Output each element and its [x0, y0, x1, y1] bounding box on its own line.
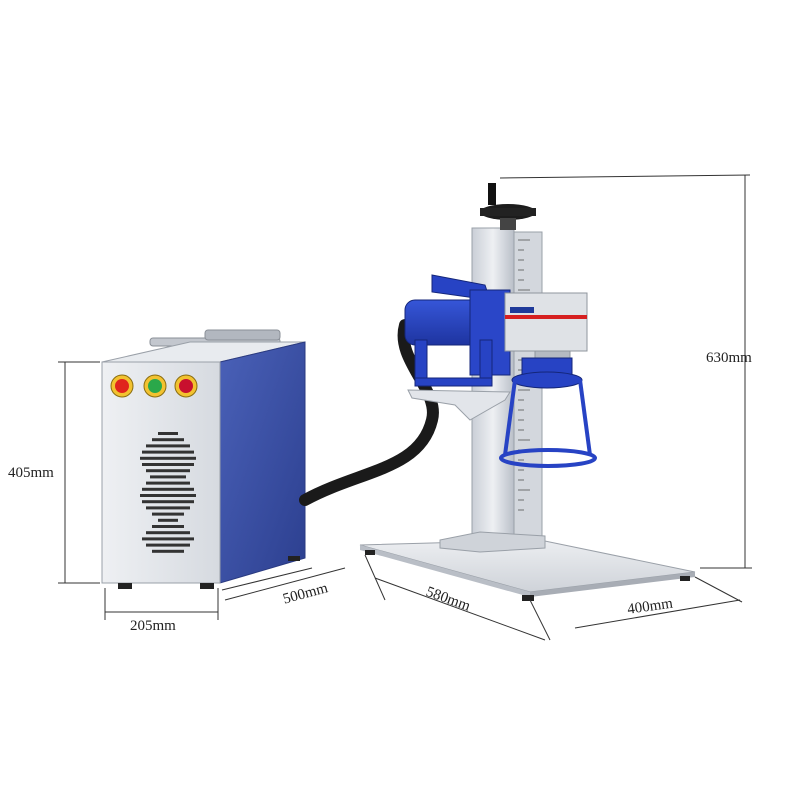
stop-button [174, 374, 198, 398]
laser-source-cabinet [101, 329, 306, 589]
vent-slot [152, 512, 184, 516]
marking-station [359, 183, 696, 601]
cabinet-foot [288, 556, 300, 561]
vent-slot [150, 475, 186, 479]
f-theta-lens [499, 357, 597, 468]
z-axis-column [471, 227, 515, 547]
fiber-holder-arm [404, 274, 511, 387]
vent-slot [158, 432, 178, 435]
dimension-label-base-width: 580mm [424, 584, 473, 615]
vent-slot [142, 463, 194, 466]
vent-grille [140, 432, 196, 553]
vent-slot [142, 487, 194, 491]
vent-slot [146, 469, 190, 473]
vent-slot [146, 481, 190, 485]
vent-slot [142, 450, 194, 454]
dimension-label-source-height: 405mm [8, 465, 54, 481]
base-plate-edge [360, 545, 530, 597]
vent-slot [140, 456, 196, 460]
dimension-label-machine-height: 630mm [706, 350, 752, 366]
hand-wheel [480, 183, 536, 230]
support-bracket [407, 389, 511, 421]
base-plate-edge [530, 572, 695, 597]
fiber-cable [299, 319, 439, 506]
cabinet-foot [118, 583, 132, 589]
vent-slot [152, 525, 184, 528]
vent-slot [142, 500, 194, 504]
base-foot [365, 550, 375, 555]
vent-slot [152, 438, 184, 442]
cabinet-side-panel [219, 341, 306, 584]
vent-slot [142, 537, 194, 541]
cabinet-foot [200, 583, 214, 589]
dimension-annotations: 405mm 205mm 500mm 630mm 580mm 400mm [8, 174, 752, 641]
emergency-stop-button [110, 374, 134, 398]
base-foot [522, 595, 534, 601]
start-button [143, 374, 167, 398]
vent-slot [152, 549, 184, 553]
vent-slot [140, 494, 196, 497]
vent-slot [146, 543, 190, 547]
dimension-label-source-width: 205mm [130, 618, 176, 634]
galvo-scan-head [504, 292, 588, 362]
dimension-label-base-depth: 400mm [626, 596, 674, 618]
column-foot [439, 531, 546, 553]
dimension-label-source-depth: 500mm [281, 580, 330, 607]
vent-slot [146, 531, 190, 535]
vent-slot [158, 518, 178, 522]
base-foot [680, 576, 690, 581]
vent-slot [146, 506, 190, 510]
vent-slot [146, 444, 190, 448]
